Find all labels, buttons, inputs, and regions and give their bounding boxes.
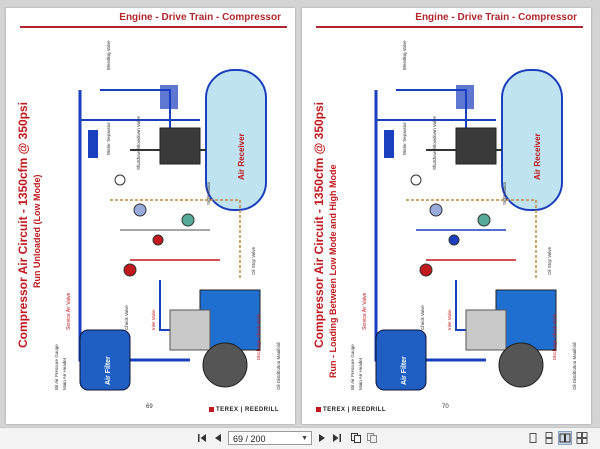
separator-element: [159, 127, 201, 165]
service-air-valve-label: Service Air Valve: [362, 292, 368, 330]
header-rule: [316, 26, 583, 28]
sight-glass-label: Sight Glass: [206, 181, 211, 205]
bleeding-valve-label: Bleeding Valve: [402, 40, 407, 70]
oil-stop-valve-label: Oil Stop Valve: [547, 246, 552, 275]
page-number: 69: [146, 404, 153, 410]
oil-manifold-label: Oil Distribution Manifold: [572, 342, 577, 390]
service-air-valve-label: Service Air Valve: [66, 292, 72, 330]
prev-page-icon[interactable]: [212, 432, 224, 444]
main-air-header-label: Main Air Header: [358, 357, 363, 390]
page-header: Engine - Drive Train - Compressor: [415, 12, 577, 23]
document-viewport[interactable]: Engine - Drive Train - Compressor Compre…: [0, 0, 600, 427]
viewer-toolbar: 69 / 200 ▼: [0, 427, 600, 449]
air-receiver-tank: [205, 69, 267, 211]
copy-icon[interactable]: [350, 432, 362, 444]
air-receiver-label: Air Receiver: [533, 133, 542, 180]
air-receiver-label: Air Receiver: [237, 133, 246, 180]
page-number: 70: [442, 404, 449, 410]
last-page-icon[interactable]: [331, 432, 343, 444]
page-number-select[interactable]: 69 / 200 ▼: [228, 431, 312, 445]
discharge-check-valve-label: Discharge Check Valve: [256, 313, 261, 360]
separator-element: [455, 127, 497, 165]
continuous-icon[interactable]: [543, 432, 555, 444]
brand-logo: TEREX | REEDRILL: [208, 406, 279, 413]
inlet-valve-label: Inlet Valve: [151, 309, 156, 330]
bleeding-valve-label: Bleeding Valve: [106, 40, 111, 70]
next-page-icon[interactable]: [316, 432, 328, 444]
water-separator-label: Water Separator: [402, 122, 407, 155]
bit-air-gauge-label: Bit Air Pressure Gauge: [350, 344, 355, 390]
brand-logo: TEREX | REEDRILL: [316, 406, 386, 413]
check-valve-label: Check Valve: [124, 305, 129, 330]
first-page-icon[interactable]: [196, 432, 208, 444]
air-circuit-diagram: Air Receiver Air Filter Service Air Valv…: [350, 40, 577, 391]
paste-icon[interactable]: [366, 432, 378, 444]
two-page-icon[interactable]: [558, 431, 572, 445]
document-page-70: Engine - Drive Train - Compressor Compre…: [302, 8, 591, 424]
shutdown-blowdown-valve-label: Shutdown Blowdown Valve: [432, 116, 437, 170]
document-page-69: Engine - Drive Train - Compressor Compre…: [6, 8, 295, 424]
page-indicator: 69 / 200: [233, 434, 266, 444]
chevron-down-icon: ▼: [301, 435, 308, 442]
air-filter-element: [375, 329, 427, 391]
water-separator-label: Water Separator: [106, 122, 111, 155]
air-filter-label: Air Filter: [401, 356, 408, 385]
check-valve-label: Check Valve: [420, 305, 425, 330]
page-header: Engine - Drive Train - Compressor: [119, 12, 281, 23]
bit-air-gauge-label: Bit Air Pressure Gauge: [54, 344, 59, 390]
oil-stop-valve-label: Oil Stop Valve: [251, 246, 256, 275]
single-page-icon[interactable]: [527, 432, 539, 444]
two-page-continuous-icon[interactable]: [576, 432, 588, 444]
sight-glass-label: Sight Glass: [502, 181, 507, 205]
air-filter-label: Air Filter: [105, 356, 112, 385]
header-rule: [20, 26, 287, 28]
shutdown-blowdown-valve-label: Shutdown Blowdown Valve: [136, 116, 141, 170]
air-filter-element: [79, 329, 131, 391]
air-circuit-diagram: Air Receiver Air Fi: [54, 40, 281, 391]
air-receiver-tank: [501, 69, 563, 211]
main-air-header-label: Main Air Header: [62, 357, 67, 390]
discharge-check-valve-label: Discharge Check Valve: [552, 313, 557, 360]
inlet-valve-label: Inlet Valve: [447, 309, 452, 330]
oil-manifold-label: Oil Distribution Manifold: [276, 342, 281, 390]
